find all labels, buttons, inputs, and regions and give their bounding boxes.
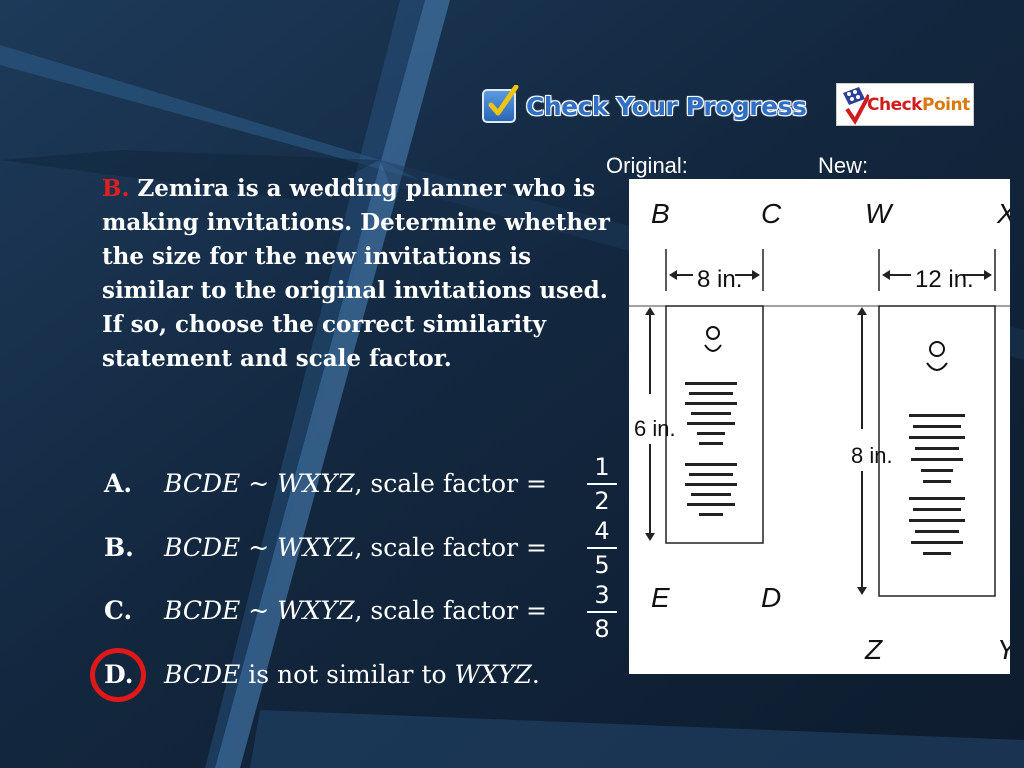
new-card (878, 305, 996, 597)
option-d-poly2: WXYZ (454, 659, 532, 689)
new-height-label: 8 in. (851, 443, 893, 468)
option-c-letter: C. (104, 595, 133, 625)
original-card-emblem (704, 326, 722, 352)
option-d[interactable]: D. BCDE is not similar to WXYZ . (104, 654, 540, 694)
option-a[interactable]: A. BCDE ~ WXYZ , scale factor = (104, 463, 555, 503)
option-b-denominator: 5 (594, 551, 610, 579)
option-a-poly1: BCDE (164, 468, 241, 498)
option-c-rest: , scale factor = (354, 595, 555, 625)
option-a-rest: , scale factor = (354, 468, 555, 498)
new-card-text-lines (909, 414, 965, 555)
option-c-poly2: WXYZ (277, 595, 355, 625)
option-c-fraction-bar (587, 611, 617, 613)
option-c-numerator: 3 (594, 581, 610, 609)
option-c-fraction: 3 8 (587, 580, 617, 644)
option-a-letter: A. (104, 468, 133, 498)
vertex-b: B (651, 198, 670, 229)
invitation-figure: B C E D 8 in. 6 in. (629, 179, 1010, 674)
option-a-numerator: 1 (594, 453, 610, 481)
original-height-label: 6 in. (634, 416, 676, 441)
vertex-w: W (865, 198, 894, 229)
option-a-sim: ~ (240, 468, 278, 498)
option-c-poly1: BCDE (164, 595, 241, 625)
vertex-x: X (996, 198, 1010, 229)
option-b-fraction-bar (587, 547, 617, 549)
checkpoint-logo: CheckPoint (836, 83, 974, 126)
option-b-sim: ~ (240, 532, 278, 562)
option-b-poly1: BCDE (164, 532, 241, 562)
vertex-z: Z (864, 634, 883, 665)
checkpoint-badge-icon (843, 87, 869, 125)
original-label: Original: (606, 153, 688, 178)
new-card-emblem (926, 341, 948, 371)
checkpoint-wordmark: CheckPoint (867, 95, 970, 115)
correct-answer-circle (90, 648, 146, 702)
checkpoint-word-check: Check (867, 95, 923, 115)
option-c-denominator: 8 (594, 615, 610, 643)
question-body: Zemira is a wedding planner who is makin… (102, 175, 610, 372)
original-card-text-lines (685, 382, 737, 516)
question-part-letter: B. (102, 175, 130, 202)
original-width-label: 8 in. (697, 266, 742, 293)
vertex-c: C (761, 198, 782, 229)
check-your-progress-banner: Check Your Progress (482, 84, 807, 128)
new-invitation: W X Z Y 12 in. 8 in. (851, 198, 1010, 665)
option-d-middle: is not similar to (240, 659, 455, 689)
option-c-sim: ~ (240, 595, 278, 625)
original-card (665, 305, 764, 544)
option-a-fraction: 1 2 (587, 452, 617, 516)
option-b[interactable]: B. BCDE ~ WXYZ , scale factor = (104, 527, 555, 567)
new-label: New: (818, 153, 869, 178)
checkbox-checked-icon (482, 85, 519, 123)
new-width-label: 12 in. (915, 266, 974, 293)
original-invitation: B C E D 8 in. 6 in. (629, 198, 1010, 613)
option-a-fraction-bar (587, 483, 617, 485)
vertex-d: D (761, 582, 781, 613)
option-a-poly2: WXYZ (277, 468, 355, 498)
vertex-y: Y (997, 634, 1010, 665)
banner-title: Check Your Progress (526, 91, 807, 121)
option-c[interactable]: C. BCDE ~ WXYZ , scale factor = (104, 590, 555, 630)
option-d-poly1: BCDE (164, 659, 241, 689)
option-b-numerator: 4 (594, 517, 610, 545)
option-a-denominator: 2 (594, 487, 610, 515)
checkpoint-word-point: Point (922, 95, 970, 115)
option-d-end: . (531, 659, 540, 689)
option-b-poly2: WXYZ (277, 532, 355, 562)
option-b-fraction: 4 5 (587, 516, 617, 580)
vertex-e: E (651, 582, 670, 613)
question-text: B. Zemira is a wedding planner who is ma… (102, 172, 622, 376)
option-b-letter: B. (104, 532, 134, 562)
option-b-rest: , scale factor = (354, 532, 555, 562)
